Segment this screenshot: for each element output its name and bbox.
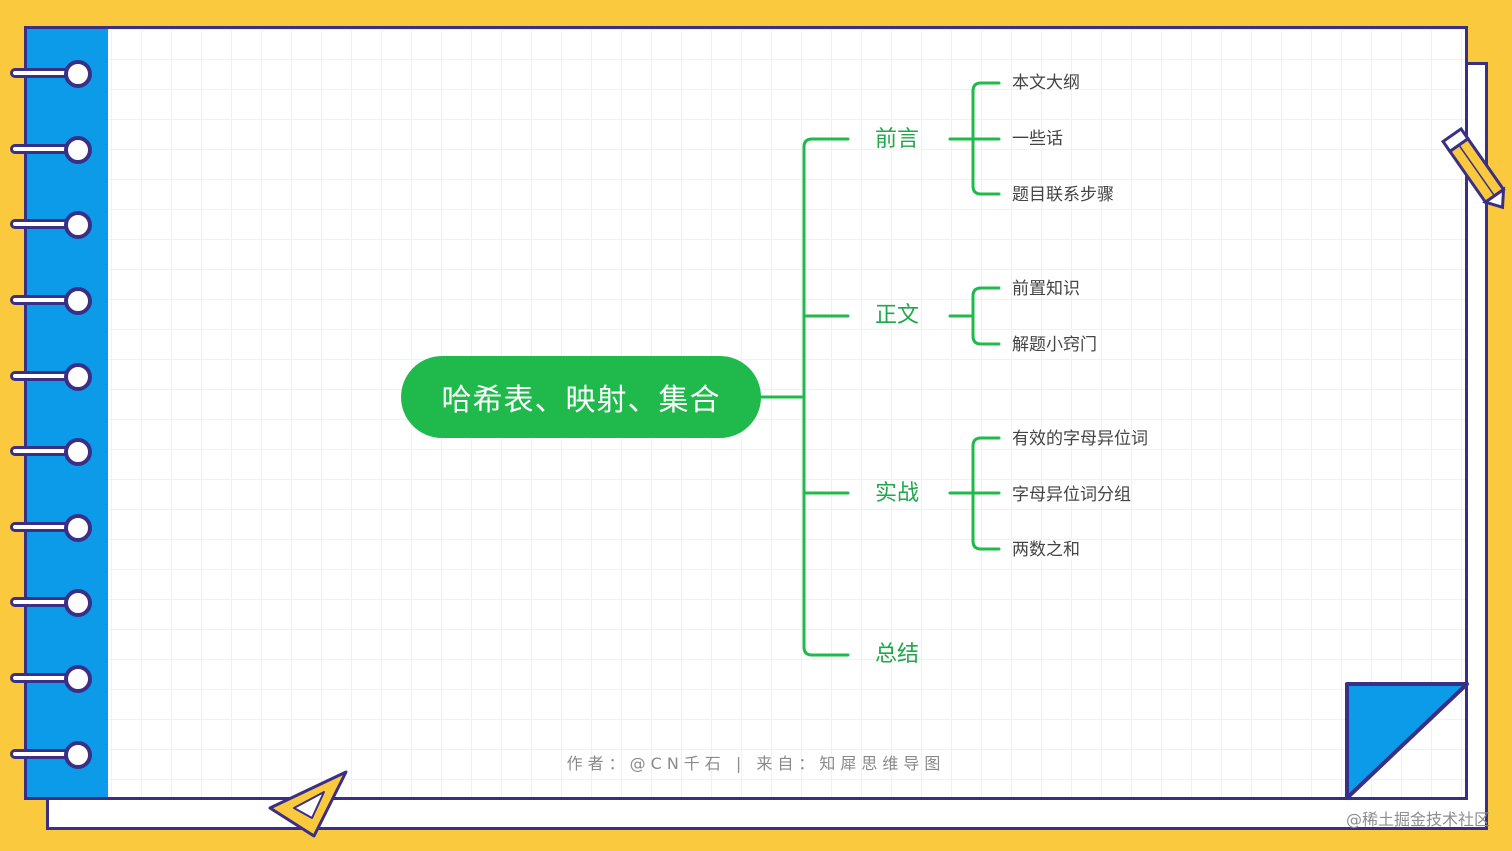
set-square-icon [268, 770, 348, 838]
pencil-icon [1440, 126, 1506, 210]
branch-main-body[interactable]: 正文 [875, 302, 919, 330]
site-watermark: @稀土掘金技术社区 [1345, 810, 1490, 829]
branch-summary[interactable]: 总结 [875, 641, 919, 669]
leaf-label: 前置知识 [1012, 279, 1080, 299]
ring-binder-icon [10, 209, 92, 241]
leaf-node[interactable]: 字母异位词分组 [1012, 484, 1131, 506]
leaf-label: 题目联系步骤 [1012, 185, 1114, 205]
leaf-label: 有效的字母异位词 [1012, 429, 1148, 449]
author-credit: 作者：@CN千石 | 来自：知犀思维导图 [566, 754, 946, 773]
mindmap-root-node[interactable]: 哈希表、映射、集合 [401, 356, 761, 438]
branch-label: 实战 [875, 481, 920, 506]
leaf-label: 字母异位词分组 [1012, 485, 1131, 505]
branch-label: 前言 [875, 127, 920, 152]
leaf-label: 一些话 [1012, 129, 1063, 149]
leaf-node[interactable]: 前置知识 [1012, 278, 1080, 300]
leaf-label: 本文大纲 [1012, 73, 1080, 93]
leaf-node[interactable]: 有效的字母异位词 [1012, 428, 1148, 450]
branch-practice[interactable]: 实战 [875, 480, 919, 508]
ring-binder-icon [10, 512, 92, 544]
ring-binder-icon [10, 361, 92, 393]
leaf-node[interactable]: 本文大纲 [1012, 72, 1080, 94]
leaf-label: 解题小窍门 [1012, 335, 1097, 355]
ring-binder-icon [10, 134, 92, 166]
branch-label: 正文 [875, 303, 920, 328]
leaf-node[interactable]: 一些话 [1012, 128, 1063, 150]
leaf-node[interactable]: 解题小窍门 [1012, 334, 1097, 356]
root-label: 哈希表、映射、集合 [441, 383, 721, 418]
leaf-node[interactable]: 题目联系步骤 [1012, 184, 1114, 206]
ring-binder-icon [10, 587, 92, 619]
leaf-label: 两数之和 [1012, 540, 1080, 560]
ring-binder-icon [10, 285, 92, 317]
branch-preface[interactable]: 前言 [875, 126, 919, 154]
connector-line [971, 286, 1001, 346]
connector-line [802, 137, 850, 657]
ring-binder-icon [10, 663, 92, 695]
ring-binder-icon [10, 436, 92, 468]
ring-binder-icon [10, 739, 92, 771]
ring-binder-icon [10, 58, 92, 90]
page-curl-icon [1345, 682, 1469, 800]
branch-label: 总结 [875, 642, 920, 667]
leaf-node[interactable]: 两数之和 [1012, 539, 1080, 561]
